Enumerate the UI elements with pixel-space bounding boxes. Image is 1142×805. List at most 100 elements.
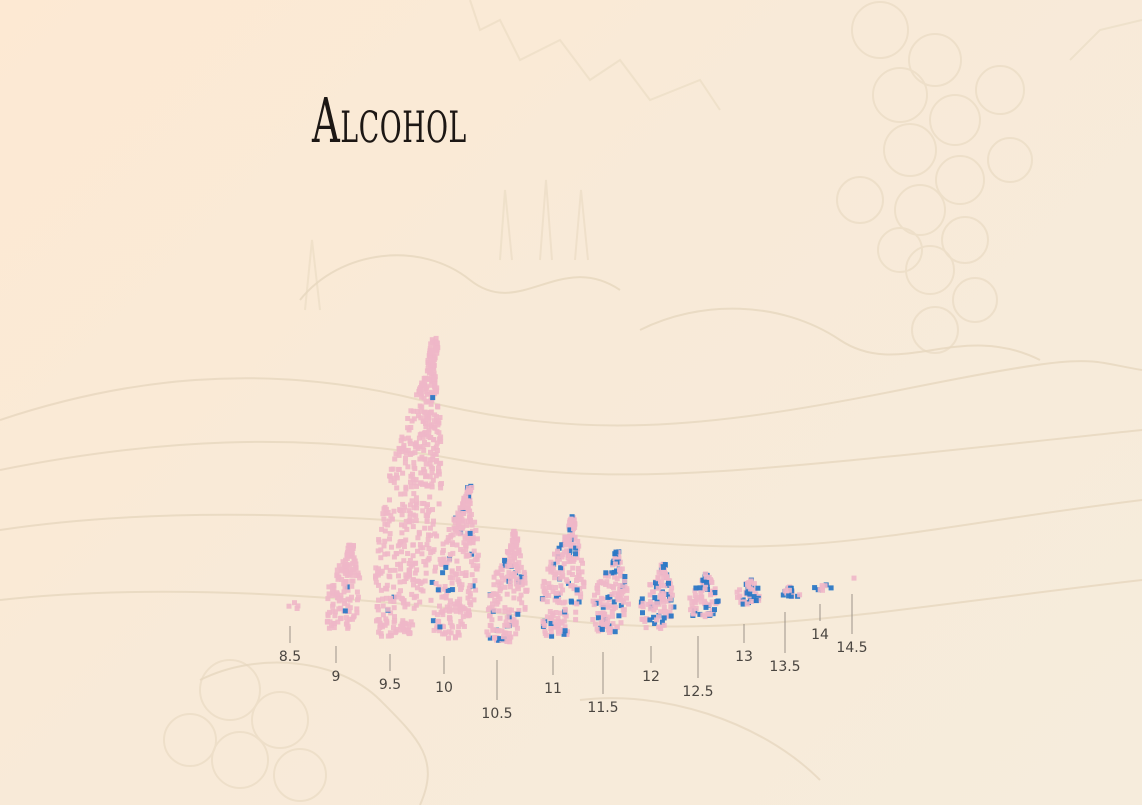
dot-blue-11 xyxy=(568,598,574,604)
dot-pink-11 xyxy=(548,629,554,635)
dot-blue-12.5 xyxy=(712,590,718,595)
dot-pink-9.5 xyxy=(413,602,419,608)
dot-pink-9 xyxy=(354,610,360,616)
dot-blue-10 xyxy=(466,494,472,500)
dot-pink-9.5 xyxy=(409,498,415,504)
dot-pink-9.5 xyxy=(424,542,430,548)
dot-pink-10.5 xyxy=(506,630,512,636)
dot-pink-12 xyxy=(647,582,653,588)
dot-pink-9.5 xyxy=(427,494,433,500)
dot-pink-11.5 xyxy=(621,607,627,613)
dot-pink-10.5 xyxy=(515,584,521,590)
dot-pink-12 xyxy=(650,589,655,595)
dot-pink-10 xyxy=(461,505,467,510)
dot-pink-9.5 xyxy=(391,508,397,514)
dot-pink-13 xyxy=(748,586,754,592)
dot-pink-10 xyxy=(452,635,458,641)
dot-pink-9 xyxy=(343,615,349,621)
dot-pink-10 xyxy=(462,533,468,539)
dot-pink-10.5 xyxy=(507,639,513,645)
dot-pink-12 xyxy=(669,585,675,591)
dot-pink-12 xyxy=(640,603,646,609)
dot-pink-12.5 xyxy=(709,599,715,605)
dot-pink-10.5 xyxy=(491,574,497,580)
dot-pink-10.5 xyxy=(509,547,515,553)
dot-pink-10.5 xyxy=(517,579,523,585)
dot-pink-9 xyxy=(325,611,331,617)
dot-pink-11.5 xyxy=(604,621,610,627)
dot-pink-8.5 xyxy=(294,606,300,611)
dot-pink-11 xyxy=(540,583,546,589)
dot-pink-10 xyxy=(469,572,475,578)
dot-pink-9 xyxy=(350,572,356,578)
dot-pink-9.5 xyxy=(383,506,389,512)
dot-pink-9.5 xyxy=(399,522,404,528)
dot-pink-10 xyxy=(461,540,467,546)
dot-pink-9.5 xyxy=(404,621,410,627)
dot-pink-9.5 xyxy=(377,625,383,631)
dot-pink-9.5 xyxy=(427,435,433,440)
dot-pink-9.5 xyxy=(378,555,384,561)
dot-blue-11.5 xyxy=(605,594,611,600)
dot-pink-9 xyxy=(349,594,354,600)
dot-blue-11.5 xyxy=(622,574,628,579)
dot-pink-10 xyxy=(447,620,453,626)
dot-pink-10.5 xyxy=(507,577,513,583)
dot-pink-12 xyxy=(658,609,664,615)
dot-pink-9.5 xyxy=(433,444,439,450)
dot-blue-13 xyxy=(747,591,753,597)
dot-pink-11 xyxy=(570,532,575,538)
dot-pink-9.5 xyxy=(432,381,438,387)
dot-pink-10 xyxy=(466,489,472,495)
dot-pink-11 xyxy=(541,588,547,594)
dot-pink-9.5 xyxy=(376,582,381,588)
dot-pink-11.5 xyxy=(612,556,618,561)
dot-pink-9.5 xyxy=(392,456,398,462)
dot-pink-9.5 xyxy=(406,519,412,525)
dot-pink-9.5 xyxy=(376,597,381,603)
dot-pink-9 xyxy=(327,619,333,625)
dot-pink-10 xyxy=(460,614,466,620)
dot-pink-9.5 xyxy=(436,501,442,507)
dot-blue-12.5 xyxy=(697,585,703,591)
dot-pink-10.5 xyxy=(513,631,519,637)
dot-blue-12 xyxy=(665,591,671,597)
dot-pink-9 xyxy=(331,625,337,631)
dot-blue-10 xyxy=(443,564,449,570)
dot-pink-9.5 xyxy=(430,351,435,357)
dot-pink-9 xyxy=(343,562,349,568)
dot-pink-9.5 xyxy=(428,449,433,455)
dot-pink-10 xyxy=(457,505,463,511)
dot-pink-9 xyxy=(355,594,361,600)
dot-pink-9.5 xyxy=(414,500,419,506)
dot-pink-9.5 xyxy=(375,569,380,575)
dot-pink-10 xyxy=(444,604,450,610)
dot-pink-11.5 xyxy=(622,578,627,584)
dot-pink-9.5 xyxy=(421,395,427,401)
dot-pink-10 xyxy=(463,543,469,549)
dot-pink-11.5 xyxy=(618,620,624,626)
dot-blue-10 xyxy=(449,587,455,593)
dot-pink-10 xyxy=(458,585,464,591)
dot-pink-10 xyxy=(473,587,479,593)
dot-pink-11.5 xyxy=(619,597,625,603)
dot-pink-9.5 xyxy=(403,518,409,524)
dot-pink-10 xyxy=(466,608,471,614)
dot-pink-11 xyxy=(544,614,550,620)
dot-pink-9.5 xyxy=(385,606,391,612)
dot-pink-9 xyxy=(353,565,359,571)
dot-pink-9.5 xyxy=(399,512,405,518)
dot-pink-10.5 xyxy=(491,582,497,588)
dot-pink-10 xyxy=(442,586,448,592)
dot-pink-11.5 xyxy=(615,597,621,603)
dot-blue-9.5 xyxy=(430,395,436,401)
dot-blue-10.5 xyxy=(515,611,521,617)
dot-pink-10.5 xyxy=(518,564,524,570)
dot-pink-9.5 xyxy=(387,531,393,537)
dot-pink-8.5 xyxy=(286,603,292,609)
dot-pink-14.5 xyxy=(851,575,857,581)
tick-label-11.5: 11.5 xyxy=(587,700,618,716)
dot-blue-11.5 xyxy=(614,568,619,574)
dot-pink-9.5 xyxy=(407,510,413,516)
dot-pink-11.5 xyxy=(626,601,631,607)
